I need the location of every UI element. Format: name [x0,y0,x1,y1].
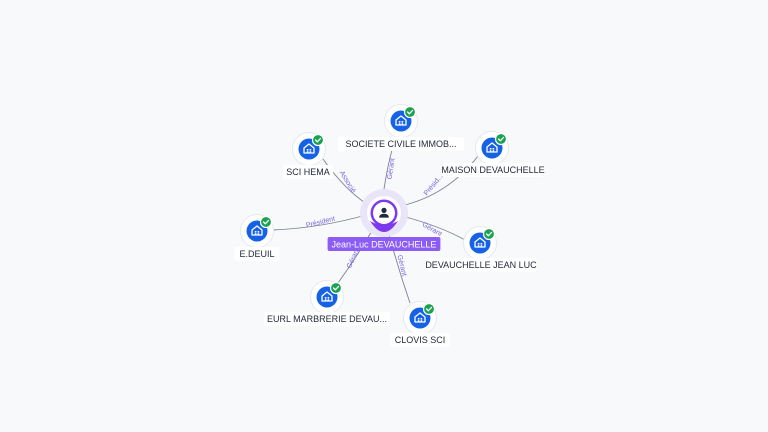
company-node-e-deuil[interactable]: E.DEUIL [234,214,280,262]
edge-role-label: Associé [338,170,357,195]
company-name: DEVAUCHELLE JEAN LUC [425,260,537,270]
edge-line [337,228,374,284]
building-icon [303,143,315,154]
edge-devauchelle-jean-luc: Gérant [401,215,466,241]
company-label-box [282,165,334,179]
building-icon [251,225,263,236]
building-icon [474,237,486,248]
company-label-box [338,137,464,151]
edge-role-label: Gérant [395,254,407,277]
company-name: CLOVIS SCI [395,335,446,345]
center-inner [373,202,395,224]
company-label-box [234,247,280,261]
company-node-devauchelle-jean-luc[interactable]: DEVAUCHELLE JEAN LUC [425,226,537,273]
company-node-societe-civile-immob[interactable]: SOCIETE CIVILE IMMOB... [338,104,464,152]
check-badge-icon [482,227,496,241]
company-node-sci-hema[interactable]: SCI HEMA [282,132,334,180]
company-label-box [442,163,544,177]
company-node-clovis-sci[interactable]: CLOVIS SCI [389,301,451,348]
center-label-box [327,237,441,251]
check-badge-icon [311,133,325,147]
company-name: SCI HEMA [286,167,330,177]
company-node-eurl-marbrerie[interactable]: EURL MARBRERIE DEVAU... [264,280,390,327]
edge-role-label: Gérant [387,158,397,180]
company-label-box [389,333,451,347]
building-icon [486,142,498,153]
company-label-box [264,312,390,326]
check-badge-icon [494,132,508,146]
company-name: SOCIETE CIVILE IMMOB... [345,139,456,149]
center-name: Jean-Luc DEVAUCHELLE [332,239,437,249]
company-name: E.DEUIL [239,249,274,259]
edge-role-label: Gérant [421,221,443,238]
company-name: EURL MARBRERIE DEVAU... [267,314,387,324]
check-badge-icon [329,281,343,295]
center-node[interactable]: Jean-Luc DEVAUCHELLE [327,189,441,251]
edge-role-label: Président [305,216,335,230]
company-nodes: SCI HEMA SOCIETE CIVILE IMMOB... MAISON DE… [234,104,545,348]
building-icon [321,291,333,302]
company-label-box [425,258,537,272]
company-node-maison-devauchelle[interactable]: MAISON DEVAUCHELLE [441,131,545,178]
check-badge-icon [403,105,417,119]
person-icon [379,207,389,218]
check-badge-icon [259,215,273,229]
check-badge-icon [422,302,436,316]
company-name: MAISON DEVAUCHELLE [441,165,544,175]
building-icon [414,312,426,323]
edge-line [272,214,367,231]
building-icon [395,115,407,126]
edge-line [401,215,466,241]
edge-e-deuil: Président [272,214,367,231]
